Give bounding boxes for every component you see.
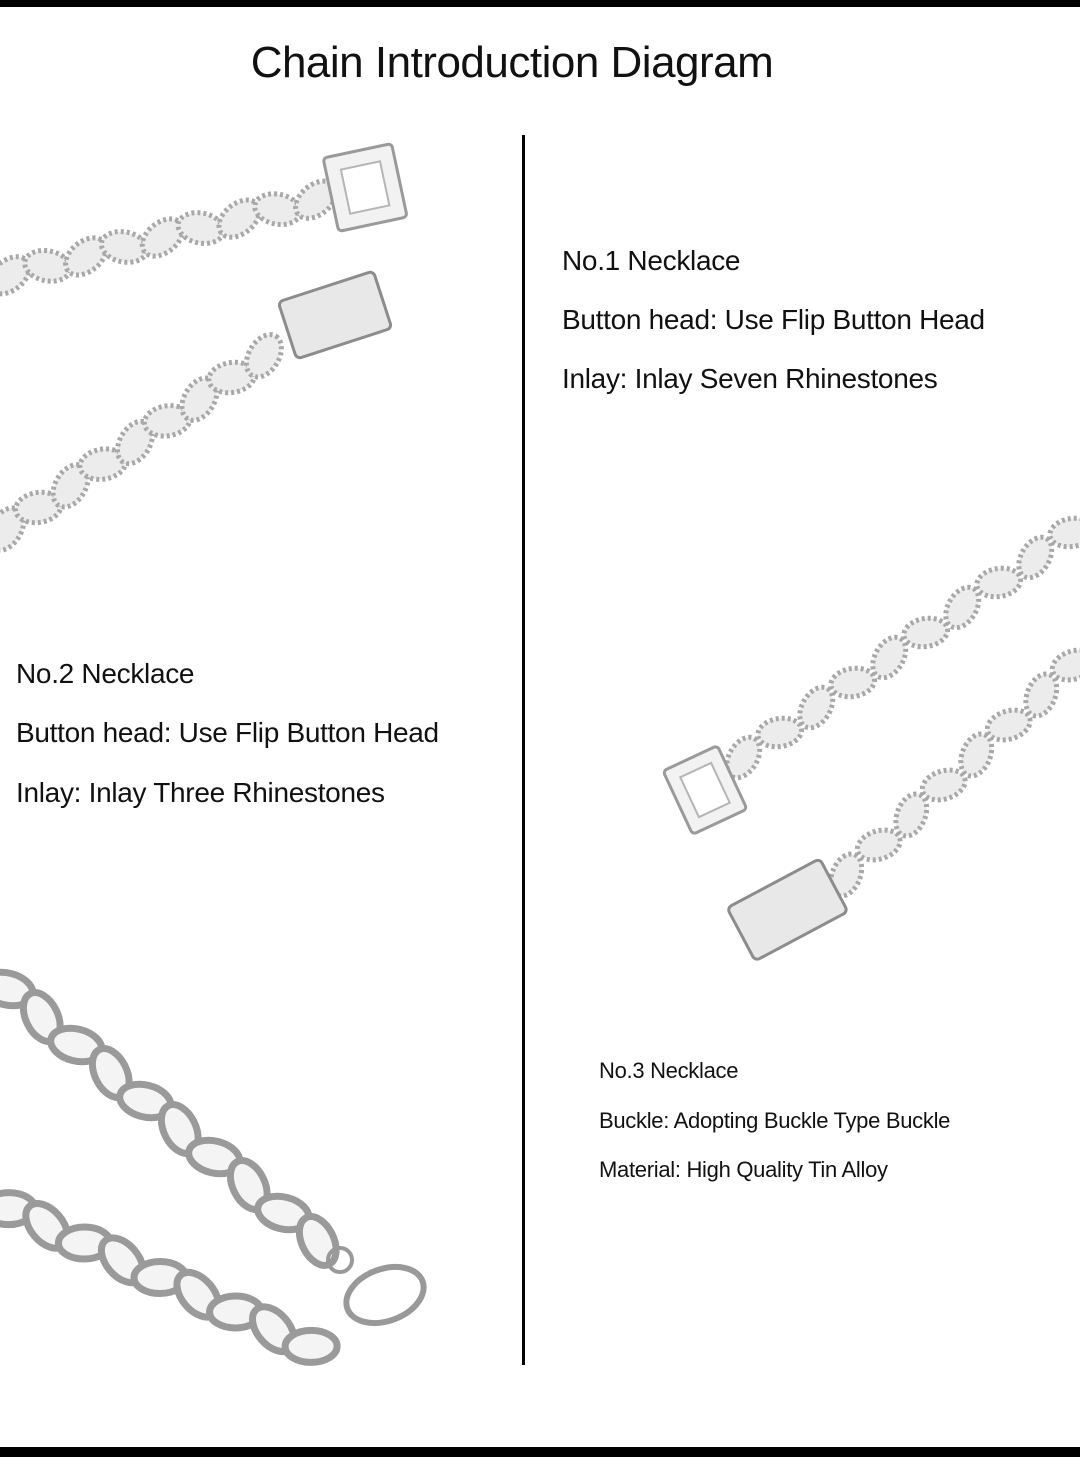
necklace-2-inlay: Inlay: Inlay Three Rhinestones — [16, 777, 385, 808]
flip-clasp-top-left-upper — [322, 142, 408, 233]
chain-link — [98, 229, 150, 265]
iced-chain-top-upper — [0, 178, 339, 297]
chain-link — [1049, 647, 1080, 683]
chain-link — [828, 665, 878, 700]
top-border — [0, 0, 1080, 7]
chain-link — [943, 584, 982, 631]
flip-clasp-right-lower — [727, 858, 848, 961]
chain-link — [1047, 515, 1080, 550]
chain-link — [919, 767, 968, 803]
chain-link — [854, 827, 903, 863]
bottom-border — [0, 1447, 1080, 1457]
chain-link — [870, 634, 909, 681]
chain-link — [797, 684, 836, 731]
chain-link — [1016, 534, 1055, 581]
chain-link — [281, 1326, 341, 1366]
flip-clasp-top-left-lower — [277, 270, 393, 360]
curb-chain-bottom-lower — [0, 1189, 341, 1366]
chain-link — [958, 731, 995, 779]
page-title: Chain Introduction Diagram — [250, 38, 774, 87]
chain-link — [1023, 671, 1060, 719]
lobster-clasp-bottom-left — [326, 1246, 427, 1327]
chain-link — [175, 210, 227, 246]
iced-chain-top-lower — [0, 332, 284, 553]
necklace-1-inlay: Inlay: Inlay Seven Rhinestones — [562, 363, 938, 394]
chain-link — [901, 615, 951, 650]
chain-link — [893, 791, 930, 839]
necklace-2-name: No.2 Necklace — [16, 658, 195, 689]
necklace-1-name: No.1 Necklace — [562, 245, 741, 276]
iced-chain-right-upper — [724, 515, 1080, 781]
necklace-3-name: No.3 Necklace — [599, 1058, 739, 1083]
necklace-1-button-head: Button head: Use Flip Button Head — [562, 304, 985, 335]
iced-chain-right-lower — [828, 647, 1080, 899]
curb-chain-bottom-upper — [0, 968, 340, 1269]
chain-link — [22, 247, 73, 284]
center-divider — [522, 135, 525, 1365]
chain-link — [755, 715, 805, 750]
chain-link — [252, 191, 303, 228]
chain-link — [295, 1213, 340, 1269]
chain-link — [984, 707, 1033, 743]
chain-link — [974, 565, 1024, 600]
necklace-3-material: Material: High Quality Tin Alloy — [599, 1157, 888, 1182]
necklace-2-button-head: Button head: Use Flip Button Head — [16, 717, 439, 748]
flip-clasp-right-upper — [662, 745, 748, 835]
necklace-3-buckle: Buckle: Adopting Buckle Type Buckle — [599, 1108, 951, 1133]
chain-link — [243, 332, 284, 380]
